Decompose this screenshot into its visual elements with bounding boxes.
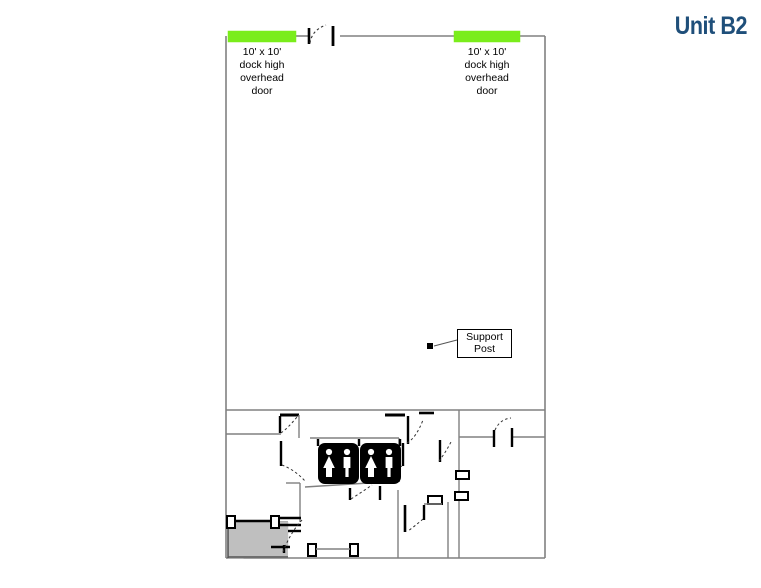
male-figure xyxy=(343,448,351,477)
restroom-sign-left xyxy=(318,443,359,484)
divider-door-jambs xyxy=(278,411,434,444)
storefront-glazing xyxy=(235,516,350,553)
restroom-header-walls xyxy=(316,439,402,446)
dock-door-left-label: 10' x 10' dock high overhead door xyxy=(239,46,285,97)
window-mullion-markers xyxy=(226,470,470,557)
restroom-sign-right xyxy=(360,443,401,484)
dock-door-right-label: 10' x 10' dock high overhead door xyxy=(464,46,510,97)
dock-door-right-icon xyxy=(453,30,521,43)
personnel-door-top xyxy=(307,24,335,46)
female-figure xyxy=(323,448,335,477)
dock-door-left-icon xyxy=(227,30,297,43)
support-post-marker xyxy=(427,339,458,349)
support-post-label: Support Post xyxy=(457,329,512,358)
page-title: Unit B2 xyxy=(674,12,748,40)
female-figure xyxy=(365,448,377,477)
male-figure xyxy=(385,448,393,477)
interior-doors xyxy=(279,417,514,532)
